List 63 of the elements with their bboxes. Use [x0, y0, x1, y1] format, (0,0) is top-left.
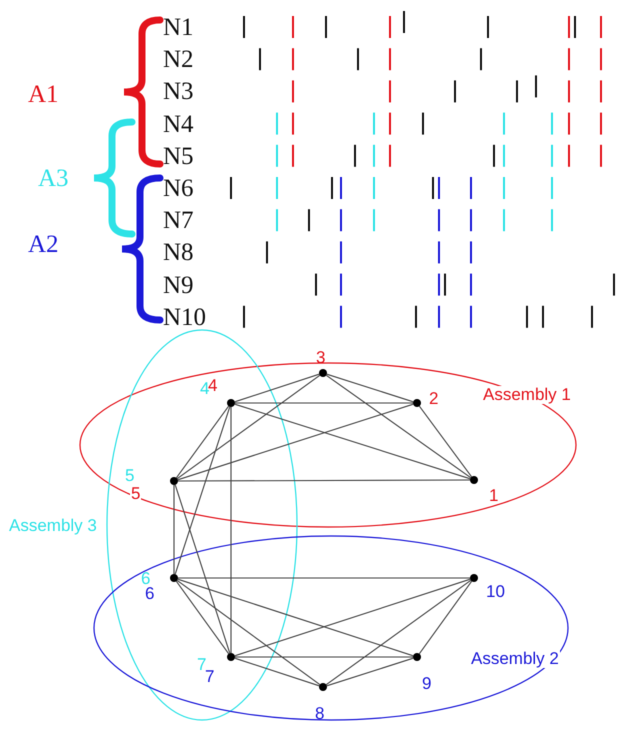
graph-edge: [234, 658, 320, 686]
node-number: 4: [208, 377, 218, 394]
graph-node-dot: [227, 399, 235, 407]
node-number: 6: [145, 585, 154, 602]
node-number: 9: [422, 675, 432, 692]
node-number: 7: [205, 668, 214, 685]
neuron-label: N6: [163, 176, 194, 201]
node-number: 1: [489, 487, 498, 504]
node-number: 8: [315, 705, 324, 722]
node-number: 4: [200, 380, 210, 397]
assembly-label: A3: [38, 166, 69, 191]
neuron-label: N3: [163, 79, 194, 104]
graph-edge: [326, 658, 414, 686]
graph-edge: [326, 374, 472, 478]
assembly-name: Assembly 1: [482, 386, 572, 404]
graph-edge: [176, 580, 320, 686]
neuron-label: N1: [163, 15, 194, 40]
graph-edge: [235, 656, 413, 658]
graph-edge: [176, 374, 320, 480]
node-number: 7: [197, 656, 206, 673]
assembly-name: Assembly 2: [470, 650, 560, 668]
graph-edge: [326, 580, 472, 686]
graph-edge: [178, 578, 414, 656]
node-number: 2: [429, 390, 438, 407]
graph-edge: [418, 406, 472, 478]
node-number: 5: [130, 485, 142, 502]
neuron-label: N8: [163, 240, 194, 266]
neuron-label: N7: [163, 208, 194, 234]
graph-edge: [178, 404, 414, 480]
graph-edge: [326, 374, 414, 402]
graph-edge: [174, 484, 230, 654]
graph-edge: [230, 407, 232, 653]
graph-edge: [174, 406, 230, 574]
graph-edge: [234, 404, 470, 480]
graph-node-dot: [470, 476, 478, 484]
assembly-label: A1: [28, 82, 59, 107]
graph-edge: [234, 374, 320, 402]
graph-node-dot: [319, 369, 327, 377]
node-number: 6: [141, 570, 150, 587]
node-number: 5: [125, 467, 134, 484]
graph-edge: [234, 578, 470, 656]
neuron-label: N4: [163, 112, 194, 137]
assembly-name: Assembly 3: [8, 517, 98, 535]
graph-node-dot: [413, 399, 421, 407]
graph-edge: [176, 406, 230, 478]
graph-edge: [178, 577, 470, 579]
graph-node-dot: [413, 653, 421, 661]
graph-edge: [235, 402, 413, 404]
neuron-label: N2: [163, 47, 194, 72]
graph-node-dot: [319, 683, 327, 691]
node-number: 10: [486, 583, 505, 600]
graph-node-dot: [170, 574, 178, 582]
graph-edge: [178, 479, 470, 482]
graph-node-dot: [470, 574, 478, 582]
graph-edge: [176, 580, 230, 654]
neuron-label: N10: [163, 304, 206, 330]
neuron-label: N9: [163, 272, 194, 298]
graph-node-dot: [227, 653, 235, 661]
assembly-label: A2: [28, 232, 59, 257]
graph-edge: [173, 485, 175, 574]
neuron-label: N5: [163, 144, 194, 169]
graph-edge: [418, 580, 472, 654]
graph-node-dot: [170, 477, 178, 485]
